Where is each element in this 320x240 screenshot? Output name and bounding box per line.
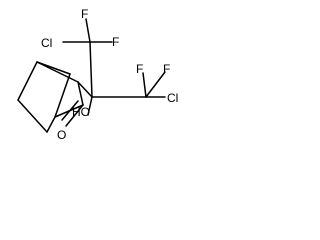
bond-c2-quaternary bbox=[77, 81, 93, 98]
bond-c1-c6 bbox=[17, 61, 38, 101]
fluorine-label-top-left: F bbox=[81, 7, 88, 21]
fluorine-label-top-right: F bbox=[112, 35, 119, 49]
bond-c1-c2 bbox=[36, 61, 79, 83]
side-chain bbox=[62, 18, 166, 116]
bond-quaternary-cf2cl-top bbox=[89, 41, 93, 98]
bond-c7-c4 bbox=[54, 73, 71, 118]
bond-c-f-top-left bbox=[85, 18, 91, 43]
bond-c3-o-double-b bbox=[61, 100, 79, 121]
bond-c3-o-double-a bbox=[65, 104, 84, 127]
ketone-group bbox=[61, 100, 84, 127]
bond-c6-c5 bbox=[17, 99, 48, 133]
bond-c-f-mid-left bbox=[142, 72, 147, 98]
bond-quaternary-oh bbox=[87, 96, 93, 116]
norbornane-cage bbox=[17, 61, 84, 133]
hydroxyl-label: HO bbox=[72, 105, 90, 119]
bond-c5-c4 bbox=[46, 116, 56, 133]
chlorine-label-right: Cl bbox=[167, 91, 178, 105]
fluorine-label-mid-left: F bbox=[136, 62, 143, 76]
molecule-structure: F F Cl F F Cl HO O bbox=[17, 7, 178, 142]
bond-c-f-mid-right bbox=[145, 71, 166, 98]
fluorine-label-mid-right: F bbox=[163, 62, 170, 76]
bond-c2-c3 bbox=[77, 81, 84, 106]
atom-labels: F F Cl F F Cl HO O bbox=[41, 7, 178, 142]
ketone-oxygen-label: O bbox=[57, 128, 66, 142]
chlorine-label-top: Cl bbox=[41, 36, 52, 50]
